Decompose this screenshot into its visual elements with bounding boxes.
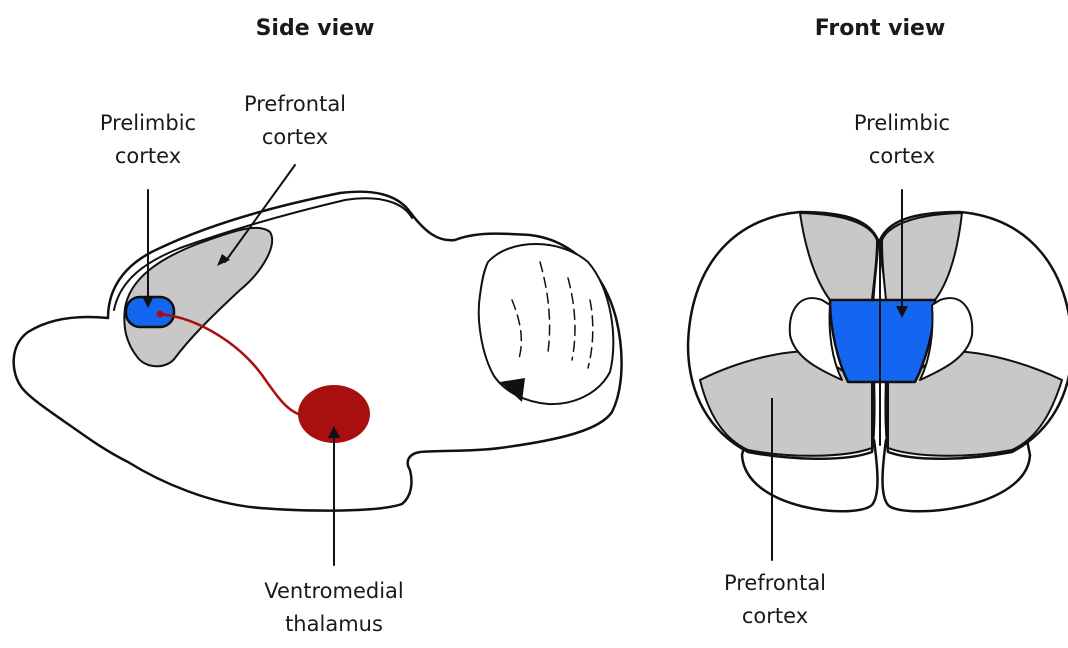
side-prefrontal-label-line-1: Prefrontal [215,88,375,121]
side-thalamus-label: Ventromedial thalamus [244,575,424,641]
front-prelimbic-label-line-1: Prelimbic [822,107,982,140]
side-prelimbic-label: Prelimbic cortex [68,107,228,173]
front-prelimbic-label-line-2: cortex [822,140,982,173]
front-prefrontal-label-line-1: Prefrontal [695,567,855,600]
front-prefrontal-label-line-2: cortex [695,600,855,633]
side-prefrontal-label-line-2: cortex [215,121,375,154]
side-thalamus-label-line-1: Ventromedial [244,575,424,608]
side-prefrontal-label: Prefrontal cortex [215,88,375,154]
side-thalamus-label-line-2: thalamus [244,608,424,641]
side-prelimbic-label-line-2: cortex [68,140,228,173]
side-view-drawing [14,165,622,565]
front-prelimbic-region [830,300,935,382]
front-view-heading: Front view [780,14,980,44]
front-prelimbic-label: Prelimbic cortex [822,107,982,173]
front-prefrontal-label: Prefrontal cortex [695,567,855,633]
front-view-drawing [688,190,1068,560]
side-view-heading: Side view [215,14,415,44]
side-prelimbic-label-line-1: Prelimbic [68,107,228,140]
